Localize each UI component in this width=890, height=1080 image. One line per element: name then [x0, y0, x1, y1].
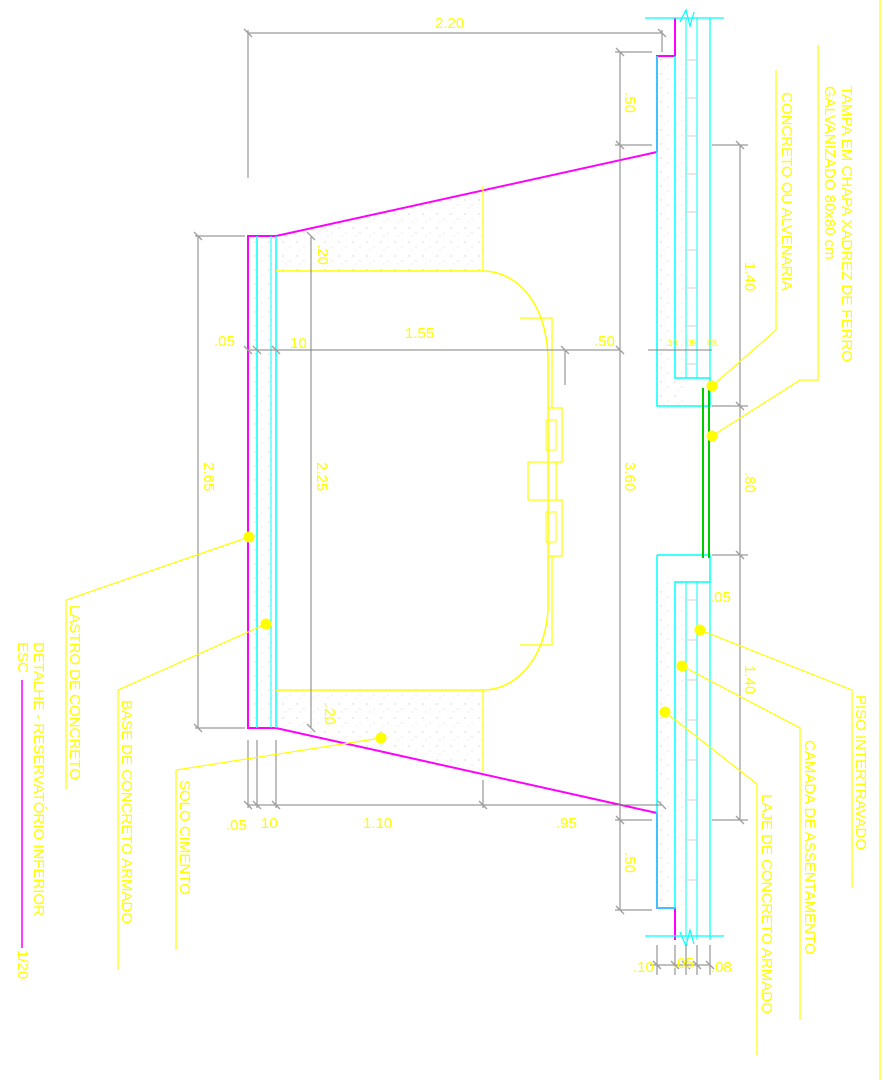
pump-clamp-upper [545, 419, 557, 451]
dim-base-bottom: 10 [261, 815, 278, 832]
dim-lastro-top: .05 [214, 333, 235, 350]
leader-dot-lastro [243, 531, 255, 543]
dim-bottom-offset: .95 [556, 815, 577, 832]
slab-upper-fill [659, 56, 686, 406]
pump-body [527, 461, 557, 501]
drawing-title: DETALHE - RESERVATÓRIO INFERIOR [30, 642, 47, 916]
label-tampa-line1: TAMPA EM CHAPA XADREZ DE FERRO [838, 86, 855, 362]
dim-small-b: .05 [684, 338, 697, 348]
base-band [257, 236, 276, 728]
dim-neck-offset: .50 [594, 333, 615, 350]
label-concreto-alvenaria: CONCRETO OU ALVENARIA [778, 92, 795, 291]
dim-bottom-width: 1.10 [363, 815, 392, 832]
dimension-text: 2.20 .50 .50 1.40 1.40 .80 3.60 2.65 2.2… [200, 15, 758, 976]
pump-upper [548, 407, 563, 463]
dimension-lines [195, 30, 748, 975]
neck-upper [520, 317, 553, 408]
dim-small-a: .10 [665, 338, 678, 348]
break-symbol-top [679, 8, 695, 29]
dim-lastro-bottom: .05 [226, 817, 247, 834]
dim-haunch-top: .20 [314, 244, 331, 265]
dim-wall-lower: 1.40 [741, 665, 758, 694]
dim-haunch-bottom: .20 [321, 704, 338, 725]
label-piso: PISO INTERTRAVADO [852, 695, 869, 850]
label-tampa-line2: GALVANIZADO 80x80 cm [821, 86, 838, 260]
dim-bottom-a: .10 [633, 959, 654, 976]
dim-slab-top-right: .50 [621, 852, 638, 873]
leader-dots [243, 380, 718, 744]
dim-bottom-b: .05 [673, 955, 694, 972]
leader-dot-concreto [706, 380, 718, 392]
dim-small-c: 08 [707, 338, 717, 348]
leader-lines [65, 45, 853, 1055]
dim-opening: .80 [741, 472, 758, 493]
paver-joints [686, 59, 697, 881]
labels: TAMPA EM CHAPA XADREZ DE FERRO GALVANIZA… [14, 86, 869, 1014]
pump-clamp-lower [545, 511, 557, 543]
label-laje: LAJE DE CONCRETO ARMADO [758, 794, 775, 1014]
label-base: BASE DE CONCRETO ARMADO [118, 700, 135, 924]
lastro-band [249, 236, 257, 728]
neck-lower [520, 556, 553, 646]
dim-wall-upper: 1.40 [741, 262, 758, 291]
leader-dot-piso [694, 624, 706, 636]
interior-curve [276, 270, 549, 691]
structure [247, 8, 724, 948]
label-lastro: LASTRO DE CONCRETO [66, 605, 83, 780]
soil-fill-lower [276, 690, 483, 772]
leader-dot-base [260, 618, 272, 630]
lastro-outline [247, 151, 658, 814]
dim-base-top: 10 [290, 335, 307, 352]
scale-prefix: ESC [14, 642, 31, 673]
dim-total-height: 2.65 [200, 462, 217, 491]
pump-lower [548, 499, 563, 557]
leader-dot-tampa [706, 430, 718, 442]
leader-dot-camada [676, 660, 688, 672]
dim-gap: .05 [710, 589, 731, 606]
dim-bottom-c: .08 [711, 959, 732, 976]
dim-inner-height: 2.25 [313, 462, 330, 491]
leader-dot-solo [375, 732, 387, 744]
soil-fill-upper [276, 186, 483, 271]
dim-total-depth: 3.60 [621, 462, 638, 491]
slab-lower-fill [659, 582, 686, 909]
label-solo: SOLO CIMENTO [176, 780, 193, 895]
dim-slab-top-left: .50 [621, 92, 638, 113]
dim-overall-width: 2.20 [435, 15, 464, 32]
dim-interior-width: 1.55 [405, 325, 434, 342]
dimension-ticks [193, 28, 745, 970]
break-symbol-bottom [679, 927, 695, 948]
label-camada: CAMADA DE ASSENTAMENTO [801, 740, 818, 955]
leader-dot-laje [659, 706, 671, 718]
scale-value: 1/20 [14, 950, 31, 979]
